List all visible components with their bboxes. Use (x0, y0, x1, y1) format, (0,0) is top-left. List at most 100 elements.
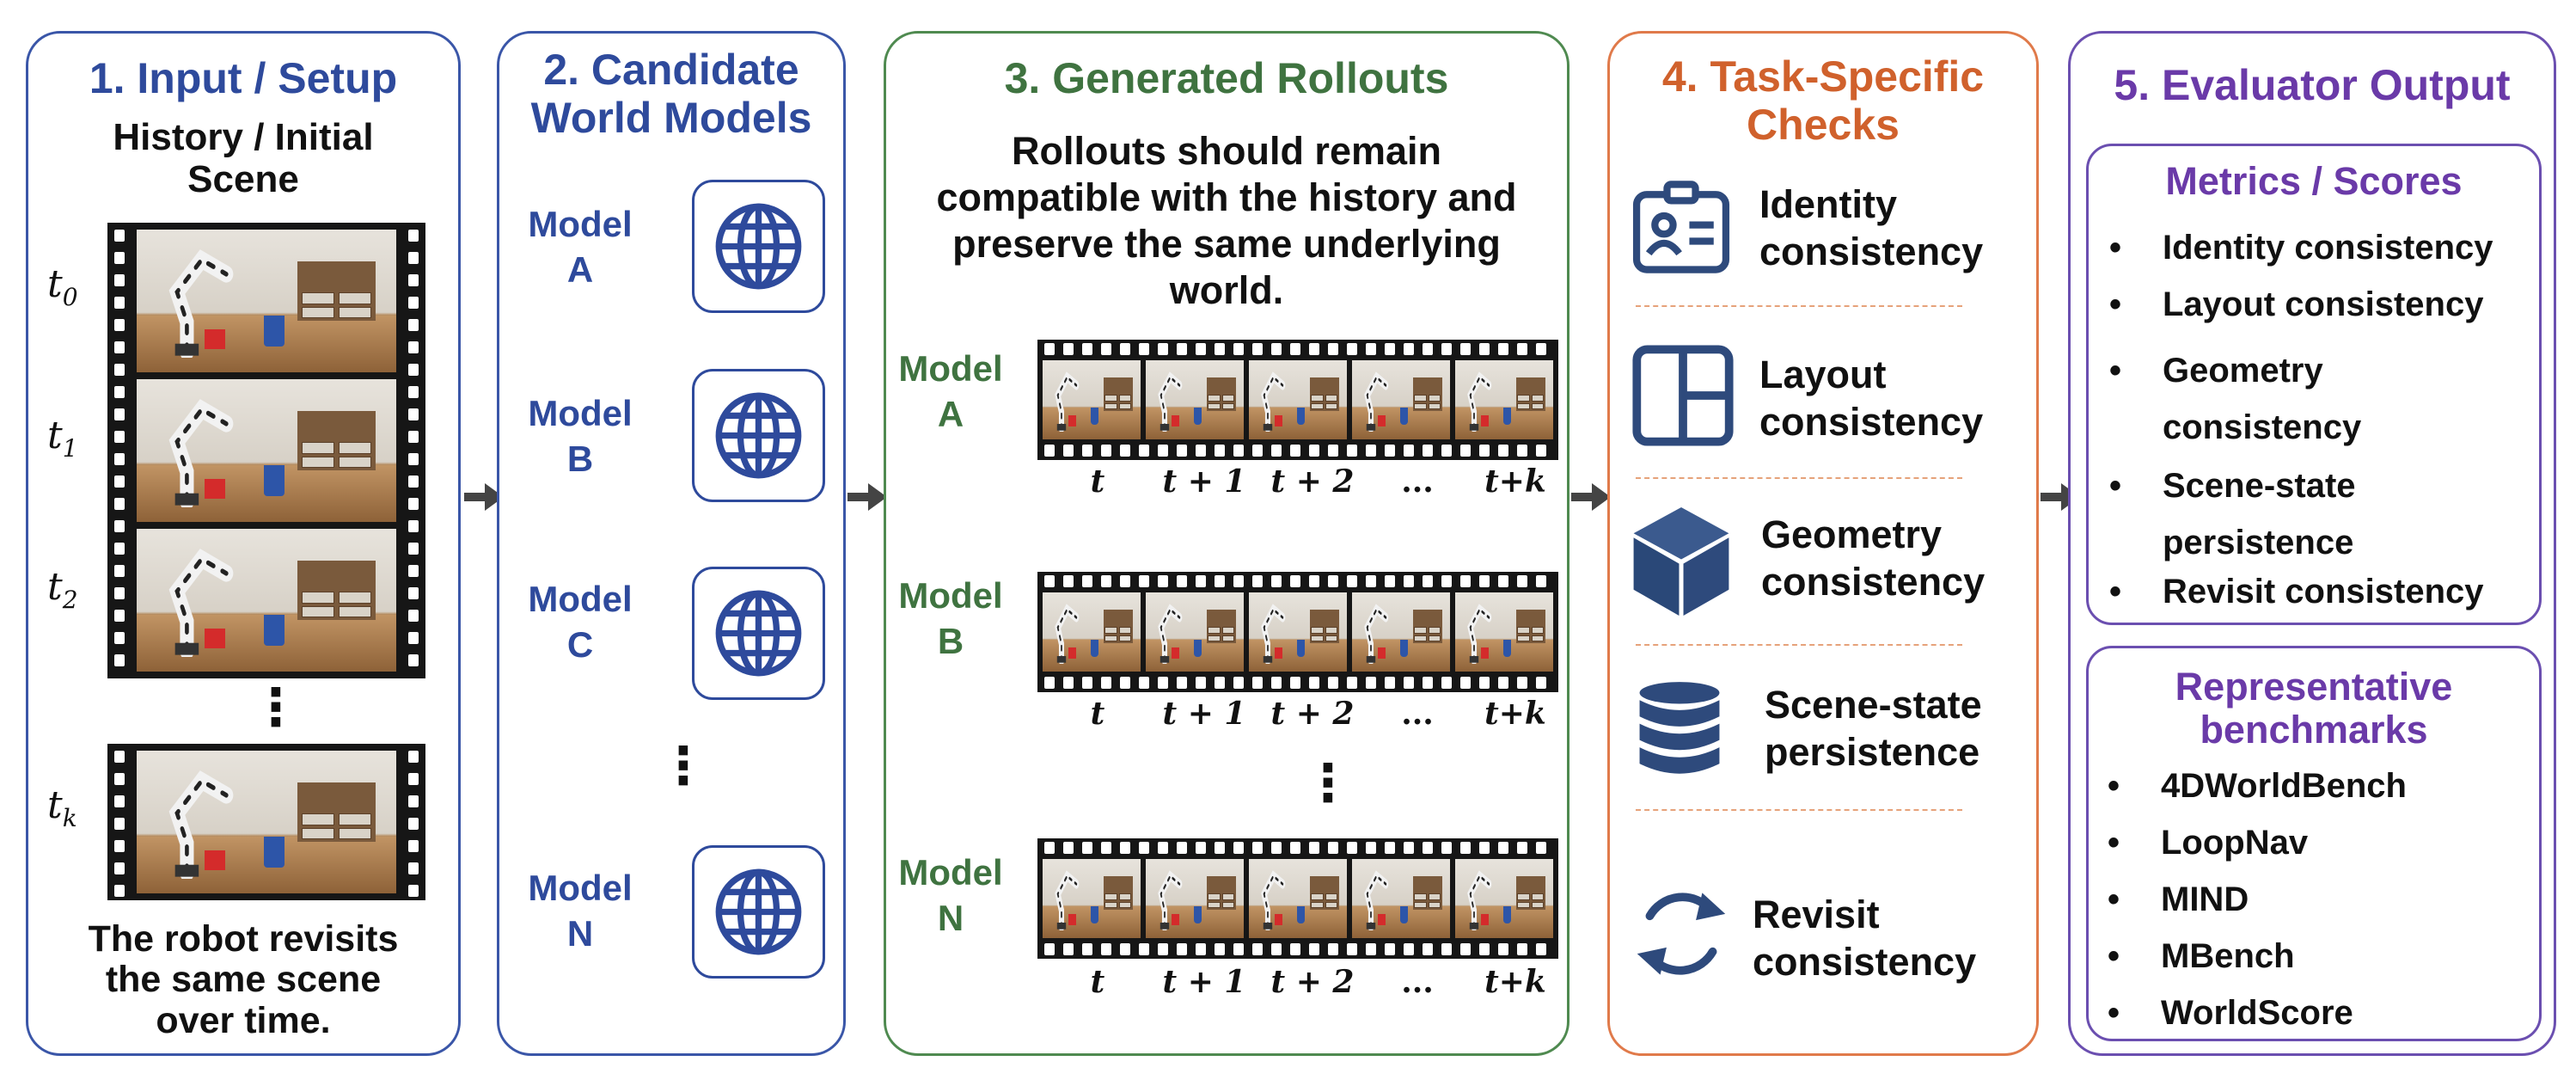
film-perforation (1139, 842, 1149, 854)
film-perforation (114, 795, 125, 807)
history-ellipsis: ⋮ (250, 678, 302, 736)
film-perforation (1196, 842, 1206, 854)
film-perforation (1120, 842, 1130, 854)
film-perforation (1252, 575, 1263, 587)
rollout-n-filmstrip (1037, 838, 1558, 959)
frame-label: t+k (1484, 463, 1546, 500)
film-perforation (1479, 445, 1490, 457)
film-perforation (1366, 445, 1376, 457)
models-ellipsis: ⋮ (658, 737, 709, 795)
panel1-subtitle: History / Initial Scene (28, 116, 458, 201)
cube-icon (1633, 507, 1729, 616)
film-perforation (1309, 445, 1319, 457)
film-perforation (1404, 677, 1414, 689)
film-perforation (1120, 677, 1130, 689)
film-perforation (1404, 842, 1414, 854)
film-perforation (1101, 842, 1111, 854)
rollouts-ellipsis: ⋮ (1302, 754, 1354, 812)
film-perforation (1498, 943, 1508, 955)
film-perforation (1385, 677, 1395, 689)
red-cube (1377, 914, 1386, 926)
robot-arm (1055, 603, 1080, 664)
film-perforation (408, 274, 419, 286)
film-perforation (114, 319, 125, 331)
film-perforation (1196, 343, 1206, 355)
robot-scene-frame (1352, 859, 1450, 938)
film-perforation (114, 565, 125, 577)
time-label-t1: t1 (47, 414, 78, 463)
film-perforation (1441, 445, 1452, 457)
film-perforation (114, 818, 125, 830)
robot-scene-frame (1249, 859, 1347, 938)
film-perforation (1536, 575, 1546, 587)
film-perforation (1139, 677, 1149, 689)
film-perforation (1120, 445, 1130, 457)
film-perforation (1479, 677, 1490, 689)
panel3-description: Rollouts should remain compatible with t… (886, 128, 1567, 314)
panel4-title-line1: 4. Task-Specific (1661, 52, 1985, 101)
robot-scene-frame (1043, 360, 1141, 439)
frame-label: t (1090, 964, 1105, 1000)
blue-cup (1296, 906, 1305, 924)
film-perforation (1044, 343, 1055, 355)
film-perforation (1347, 445, 1357, 457)
frame-label: t + 1 (1162, 696, 1246, 732)
film-perforation (1063, 842, 1074, 854)
panel-evaluator-output: 5. Evaluator Output Metrics / Scores •Id… (2068, 31, 2556, 1056)
film-perforation (1498, 575, 1508, 587)
time-label-t0: t0 (47, 262, 78, 311)
blue-cup (1502, 408, 1511, 426)
film-perforation (1385, 445, 1395, 457)
film-perforation (114, 610, 125, 622)
frame-label: t (1090, 463, 1105, 500)
film-perforation (1366, 575, 1376, 587)
film-perforation (408, 751, 419, 763)
frame-label: t+k (1484, 696, 1546, 732)
film-perforation (1215, 575, 1225, 587)
robot-arm (1364, 603, 1389, 664)
check-separator (1636, 644, 1962, 646)
robot-arm (1261, 869, 1286, 930)
robot-scene-frame (1146, 360, 1244, 439)
robot-arm (1055, 869, 1080, 930)
robot-scene-frame (1352, 360, 1450, 439)
film-perforation (1441, 677, 1452, 689)
film-perforation (1252, 677, 1263, 689)
film-perforation (1309, 575, 1319, 587)
blue-cup (263, 464, 285, 497)
film-perforation (1177, 677, 1187, 689)
history-filmstrip (107, 223, 425, 678)
film-perforation (1517, 677, 1527, 689)
blue-cup (263, 315, 285, 347)
red-cube (1274, 415, 1282, 427)
film-perforation (1044, 943, 1055, 955)
film-perforation (1252, 343, 1263, 355)
film-perforation (1423, 343, 1433, 355)
film-perforation (1158, 445, 1168, 457)
globe-icon (715, 868, 802, 955)
list-item: •Revisit consistency (2109, 573, 2484, 610)
blue-cup (1296, 640, 1305, 658)
film-perforation (1215, 677, 1225, 689)
film-perforation (114, 386, 125, 398)
film-perforation (1252, 445, 1263, 457)
film-perforation (1177, 343, 1187, 355)
film-perforation (1441, 943, 1452, 955)
film-perforation (114, 587, 125, 599)
film-perforation (1044, 445, 1055, 457)
film-perforation (1290, 575, 1300, 587)
benchmarks-list: •4DWorldBench •LoopNav •MIND •MBench •Wo… (2108, 767, 2407, 1051)
robot-arm (1467, 371, 1492, 432)
film-perforation (1139, 343, 1149, 355)
film-perforation (1120, 943, 1130, 955)
film-perforation (408, 565, 419, 577)
panel2-title-line1: 2. Candidate (543, 46, 799, 94)
film-perforation (1290, 343, 1300, 355)
globe-icon (715, 203, 802, 290)
film-perforation (1158, 575, 1168, 587)
